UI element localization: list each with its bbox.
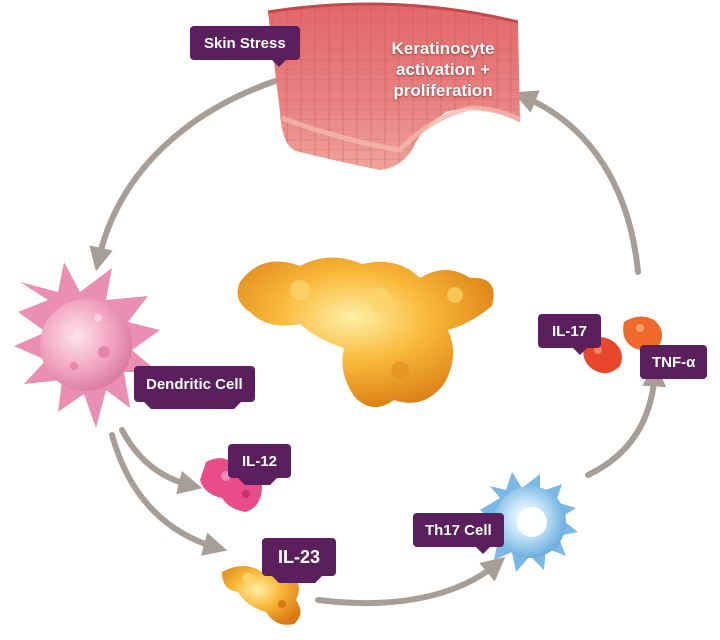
keratinocyte-label-line-2: activation + <box>368 59 518 80</box>
arrow-dendritic-to-il12 <box>122 430 193 486</box>
arrow-th17-to-cytokines <box>588 372 655 475</box>
central-protein-graphic <box>238 257 494 407</box>
arrow-il23-to-th17 <box>318 563 498 603</box>
il12-label: IL-12 <box>228 444 291 478</box>
dendritic-cell-label: Dendritic Cell <box>134 366 255 402</box>
skin-stress-label: Skin Stress <box>190 26 300 60</box>
keratinocyte-label-line-1: Keratinocyte <box>368 38 518 59</box>
dendritic-cell-graphic <box>14 262 160 428</box>
il23-label: IL-23 <box>262 538 336 576</box>
keratinocyte-label-line-3: proliferation <box>368 80 518 101</box>
il17-label: IL-17 <box>538 314 601 348</box>
arrow-skin-to-dendritic <box>98 80 278 262</box>
arrow-dendritic-to-il23 <box>112 435 218 548</box>
th17-cell-label: Th17 Cell <box>413 513 504 547</box>
tnf-alpha-label: TNF-α <box>640 345 707 379</box>
keratinocyte-activation-label: Keratinocyte activation + proliferation <box>368 38 518 101</box>
arrow-cytokines-to-skin <box>522 96 638 272</box>
